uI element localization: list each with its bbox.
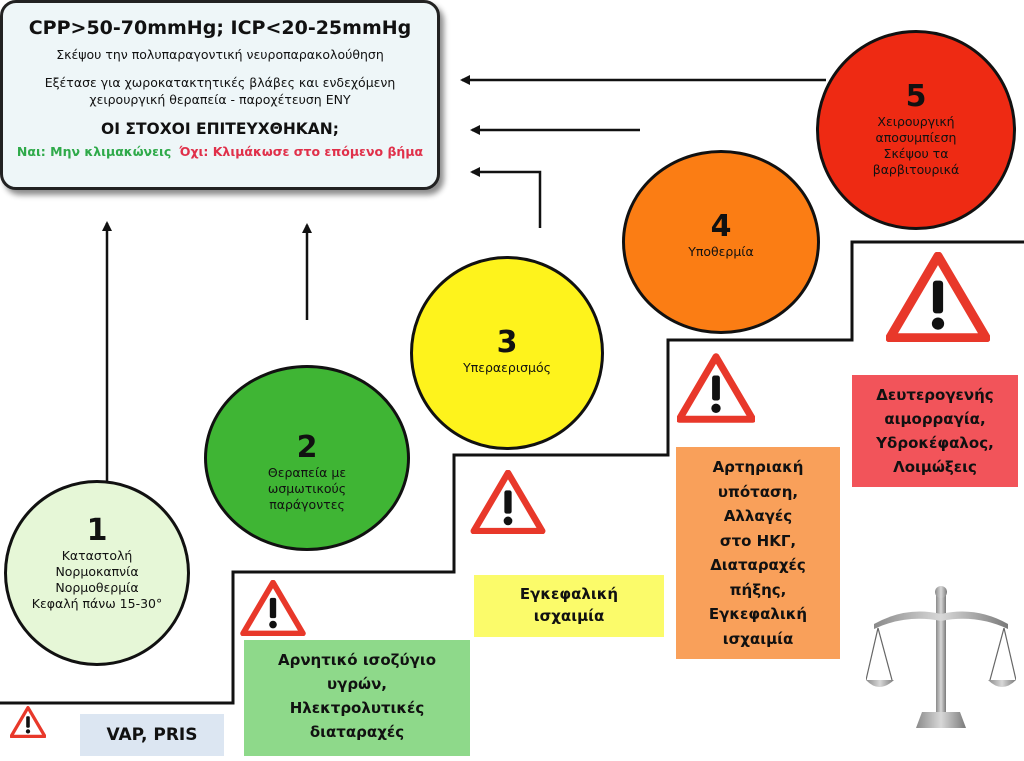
- step-2-line: ωσμωτικούς: [267, 481, 347, 496]
- step-1-line: Νορμοθερμία: [55, 580, 139, 595]
- goal-no-answer: Όχι: Κλιμάκωσε στο επόμενο βήμα: [179, 144, 424, 159]
- step-3-line: Υπεραερισμός: [463, 360, 551, 375]
- warning-triangle-icon: [240, 580, 306, 636]
- step-4-line: Υποθερμία: [688, 244, 754, 259]
- goal-question: ΟΙ ΣΤΟΧΟΙ ΕΠΙΤΕΥΧΘΗΚΑΝ;: [101, 120, 339, 138]
- risk-5-line: Λοιμώξεις: [893, 458, 977, 476]
- risk-4-line: πήξης,: [729, 580, 787, 599]
- step-3-circle: 3 Υπεραερισμός: [410, 256, 604, 450]
- step-1-line: Νορμοκαπνία: [55, 564, 139, 579]
- risk-5-line: Δευτερογενής: [876, 386, 994, 404]
- risk-4-line: υπόταση,: [717, 482, 799, 501]
- risk-2-line: Αρνητικό ισοζύγιο: [277, 651, 437, 669]
- risk-4-line: Εγκεφαλική: [708, 605, 808, 623]
- goal-surgery-line-2: χειρουργική θεραπεία - παροχέτευση ΕΝΥ: [89, 92, 351, 107]
- risk-2-line: υγρών,: [326, 675, 388, 693]
- risk-box-3: Εγκεφαλική ισχαιμία: [474, 575, 664, 637]
- risk-5-line: Υδροκέφαλος,: [876, 434, 994, 452]
- risk-box-4: Αρτηριακή υπόταση, Αλλαγές στο ΗΚΓ, Διατ…: [676, 447, 840, 659]
- risk-box-5: Δευτερογενής αιμορραγία, Υδροκέφαλος, Λο…: [852, 375, 1018, 487]
- step-1-circle: 1 Καταστολή Νορμοκαπνία Νορμοθερμία Κεφα…: [4, 480, 190, 666]
- step-2-line: Θεραπεία με: [267, 465, 347, 480]
- goal-targets: CPP>50-70mmHg; ICP<20-25mmHg: [28, 17, 412, 39]
- risk-3-line: ισχαιμία: [533, 607, 605, 625]
- step-2-circle: 2 Θεραπεία με ωσμωτικούς παράγοντες: [204, 365, 410, 551]
- risk-5-line: αιμορραγία,: [884, 410, 986, 428]
- step-3-number: 3: [496, 325, 518, 360]
- step-5-line: αποσυμπίεση: [875, 130, 957, 145]
- step-5-circle: 5 Χειρουργική αποσυμπίεση Σκέψου τα βαρβ…: [816, 30, 1016, 230]
- risk-4-line: Αλλαγές: [723, 507, 793, 525]
- step-5-line: Χειρουργική: [877, 114, 955, 129]
- goal-surgery-text: Εξέτασε για χωροκατακτητικές βλάβες και …: [3, 74, 437, 108]
- goal-monitoring-text: Σκέψου την πολυπαραγοντική νευροπαρακολο…: [56, 47, 384, 62]
- arrow-step3: [470, 167, 542, 228]
- step-5-line: Σκέψου τα: [883, 146, 949, 161]
- goal-answers: Ναι: Μην κλιμακώνεις Όχι: Κλιμάκωσε στο ε…: [3, 144, 437, 159]
- step-1-line: Καταστολή: [61, 548, 133, 563]
- goal-yes-answer: Ναι: Μην κλιμακώνεις: [16, 144, 172, 159]
- risk-2-line: Ηλεκτρολυτικές: [289, 699, 425, 717]
- step-5-line: βαρβιτουρικά: [872, 162, 960, 177]
- staircase-line: [0, 240, 1024, 705]
- risk-box-1: VAP, PRIS: [80, 714, 224, 756]
- step-4-circle: 4 Υποθερμία: [622, 150, 820, 334]
- warning-triangle-icon: [470, 470, 546, 534]
- step-4-number: 4: [710, 209, 732, 244]
- risk-4-line: Αρτηριακή: [712, 458, 804, 476]
- risk-4-line: στο ΗΚΓ,: [719, 531, 797, 550]
- warning-triangle-icon: [677, 353, 755, 423]
- warning-triangle-icon: [886, 252, 990, 342]
- risk-4-line: ισχαιμία: [722, 629, 794, 648]
- step-1-number: 1: [86, 513, 108, 548]
- goal-surgery-line-1: Εξέτασε για χωροκατακτητικές βλάβες και …: [44, 75, 396, 90]
- warning-triangle-icon: [10, 706, 46, 738]
- goal-box: CPP>50-70mmHg; ICP<20-25mmHg Σκέψου την …: [0, 0, 440, 190]
- risk-3-line: Εγκεφαλική: [519, 585, 619, 603]
- step-5-number: 5: [905, 79, 927, 114]
- risk-4-line: Διαταραχές: [710, 556, 806, 574]
- step-2-number: 2: [296, 430, 318, 465]
- step-1-line: Κεφαλή πάνω 15-30°: [31, 596, 163, 611]
- step-2-line: παράγοντες: [269, 497, 345, 512]
- risk-1-text: VAP, PRIS: [106, 725, 198, 745]
- risk-box-2: Αρνητικό ισοζύγιο υγρών, Ηλεκτρολυτικές …: [244, 640, 470, 756]
- risk-2-line: διαταραχές: [309, 723, 405, 741]
- scales-of-justice-icon: [866, 586, 1016, 728]
